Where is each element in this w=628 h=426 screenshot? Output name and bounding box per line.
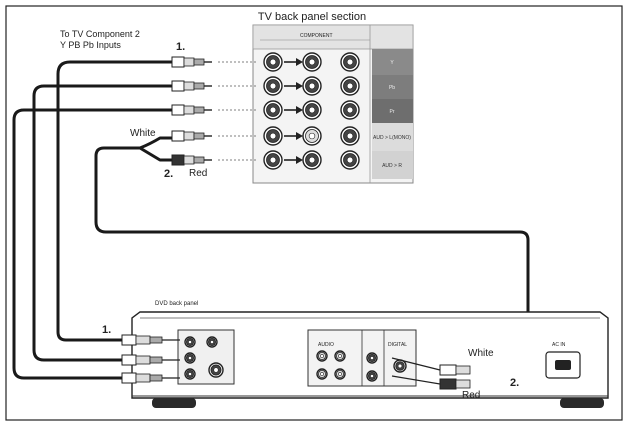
arrow <box>284 82 303 90</box>
rca-plug <box>121 372 180 384</box>
cable-pr <box>12 108 172 380</box>
dvd-audio-out-jack <box>366 370 378 382</box>
tv-side-pr <box>372 99 413 123</box>
arrow <box>284 106 303 114</box>
rca-plug <box>391 375 471 390</box>
component-caption-line1: To TV Component 2 <box>60 29 140 39</box>
tv-jack <box>263 126 283 146</box>
dvd-component-jack <box>184 352 196 364</box>
dvd-foot-left <box>152 398 196 408</box>
tv-jack <box>340 52 360 72</box>
tv-jack <box>263 76 283 96</box>
dvd-foot-right <box>560 398 604 408</box>
rca-plug <box>171 56 212 68</box>
tv-side-label-aud-l: AUD > L(MONO) <box>373 135 411 141</box>
tv-side-aud-r <box>372 151 413 179</box>
rca-plug <box>171 104 212 116</box>
tv-jack <box>263 100 283 120</box>
step-2-label-top: 2. <box>164 168 173 180</box>
top-arrows <box>218 58 303 164</box>
step-1-label-dvd: 1. <box>102 324 111 336</box>
tv-jack <box>263 52 283 72</box>
rca-plug <box>121 354 180 366</box>
rca-plug <box>391 357 471 376</box>
tv-side-label-aud-r: AUD > R <box>382 163 402 169</box>
tv-panel-title: TV back panel section <box>258 11 366 23</box>
rca-plug <box>121 334 180 346</box>
tv-side-label-y: Y <box>390 60 394 66</box>
tv-side-aud-l <box>372 123 413 151</box>
tv-jack <box>340 76 360 96</box>
dvd-audio-jack <box>334 368 346 380</box>
dvd-audio-jack <box>316 350 328 362</box>
white-label-top: White <box>130 128 156 139</box>
tv-jack <box>302 150 322 170</box>
tv-side-pb <box>372 75 413 99</box>
red-label-top: Red <box>189 168 207 179</box>
tv-side-label-pr: Pr <box>390 109 395 115</box>
dvd-ac-label: AC IN <box>552 342 566 348</box>
white-label-dvd: White <box>468 348 494 359</box>
step-2-label-dvd: 2. <box>510 377 519 389</box>
top-rca-plugs <box>171 56 212 166</box>
tv-panel-header: COMPONENT <box>300 33 333 39</box>
arrow <box>284 132 303 140</box>
cable-pb <box>32 84 172 362</box>
tv-side-label-pb: Pb <box>389 85 395 91</box>
dvd-digital-label: DIGITAL <box>388 342 407 348</box>
cable-y <box>56 60 172 342</box>
step-1-label-top: 1. <box>176 41 185 53</box>
tv-jack <box>302 126 322 146</box>
rca-plug <box>171 130 212 142</box>
dvd-audio-jack <box>334 350 346 362</box>
outer-frame <box>5 5 623 421</box>
tv-jack <box>302 52 322 72</box>
dvd-audio-out-jack <box>366 352 378 364</box>
dvd-component-jack <box>184 336 196 348</box>
dvd-component-jack <box>184 368 196 380</box>
dvd-panel-title: DVD back panel <box>155 301 198 307</box>
arrow <box>284 58 303 66</box>
component-caption-line2: Y PB Pb Inputs <box>60 40 121 50</box>
tv-jack <box>340 126 360 146</box>
dvd-audio-jack <box>316 368 328 380</box>
dvd-component-jack <box>206 336 218 348</box>
dvd-svideo-jack <box>208 362 224 378</box>
dvd-jacks <box>184 336 407 382</box>
tv-jack <box>263 150 283 170</box>
dvd-rca-plugs <box>121 334 471 390</box>
tv-jack <box>340 100 360 120</box>
tv-jack <box>340 150 360 170</box>
cable-white-top <box>139 136 172 150</box>
tv-jack <box>302 76 322 96</box>
rca-plug <box>171 154 212 166</box>
red-label-dvd: Red <box>462 390 480 401</box>
arrow <box>284 156 303 164</box>
dvd-digital-jack <box>393 359 407 373</box>
tv-side-y <box>372 49 413 75</box>
rca-plug <box>171 80 212 92</box>
tv-jack-grid <box>263 52 360 170</box>
tv-jack <box>302 100 322 120</box>
dvd-audio-label: AUDIO <box>318 342 334 348</box>
